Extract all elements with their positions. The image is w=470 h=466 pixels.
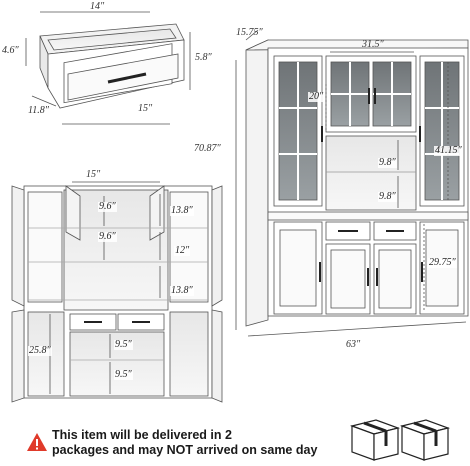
drawer-height-right-label: 5.8″ [195, 52, 212, 63]
cabinet-top-width-label: 31.5″ [362, 39, 384, 50]
open-bottom-shelf-upper-label: 9.5″ [114, 339, 133, 350]
delivery-notice-line-2: packages and may NOT arrived on same day [52, 443, 318, 457]
open-door-width-label: 15″ [86, 169, 101, 180]
cabinet-total-width-label: 63″ [346, 339, 361, 350]
open-top-shelf-gap-label: 9.6″ [98, 201, 117, 212]
drawer-drawing [25, 11, 191, 125]
cabinet-glass-height-label: 20″ [308, 91, 325, 102]
cabinet-drawing [235, 29, 469, 337]
drawer-width-label: 15″ [138, 103, 153, 114]
open-left-lower-label: 25.8″ [28, 345, 52, 356]
cabinet-side-glass-height-label: 41.15″ [434, 145, 463, 156]
drawer-depth-label: 14″ [90, 1, 105, 12]
drawer-height-left-label: 4.6″ [2, 45, 19, 56]
open-right-middle-label: 12″ [174, 245, 191, 256]
open-right-upper-label: 13.8″ [170, 205, 194, 216]
package-box-icon [349, 419, 401, 461]
cabinet-shelf-gap-upper-label: 9.8″ [378, 157, 397, 168]
cabinet-depth-label: 15.75″ [236, 27, 263, 38]
delivery-notice-line-1: This item will be delivered in 2 [52, 428, 232, 442]
cabinet-shelf-gap-lower-label: 9.8″ [378, 191, 397, 202]
cabinet-total-height-label: 70.87″ [194, 143, 221, 154]
open-right-lower-label: 13.8″ [170, 285, 194, 296]
open-bottom-shelf-lower-label: 9.5″ [114, 369, 133, 380]
warning-icon [27, 433, 47, 451]
cabinet-base-height-label: 29.75″ [428, 257, 457, 268]
open-second-shelf-gap-label: 9.6″ [98, 231, 117, 242]
package-box-icon [399, 419, 451, 461]
drawer-width-left-label: 11.8″ [28, 105, 49, 116]
